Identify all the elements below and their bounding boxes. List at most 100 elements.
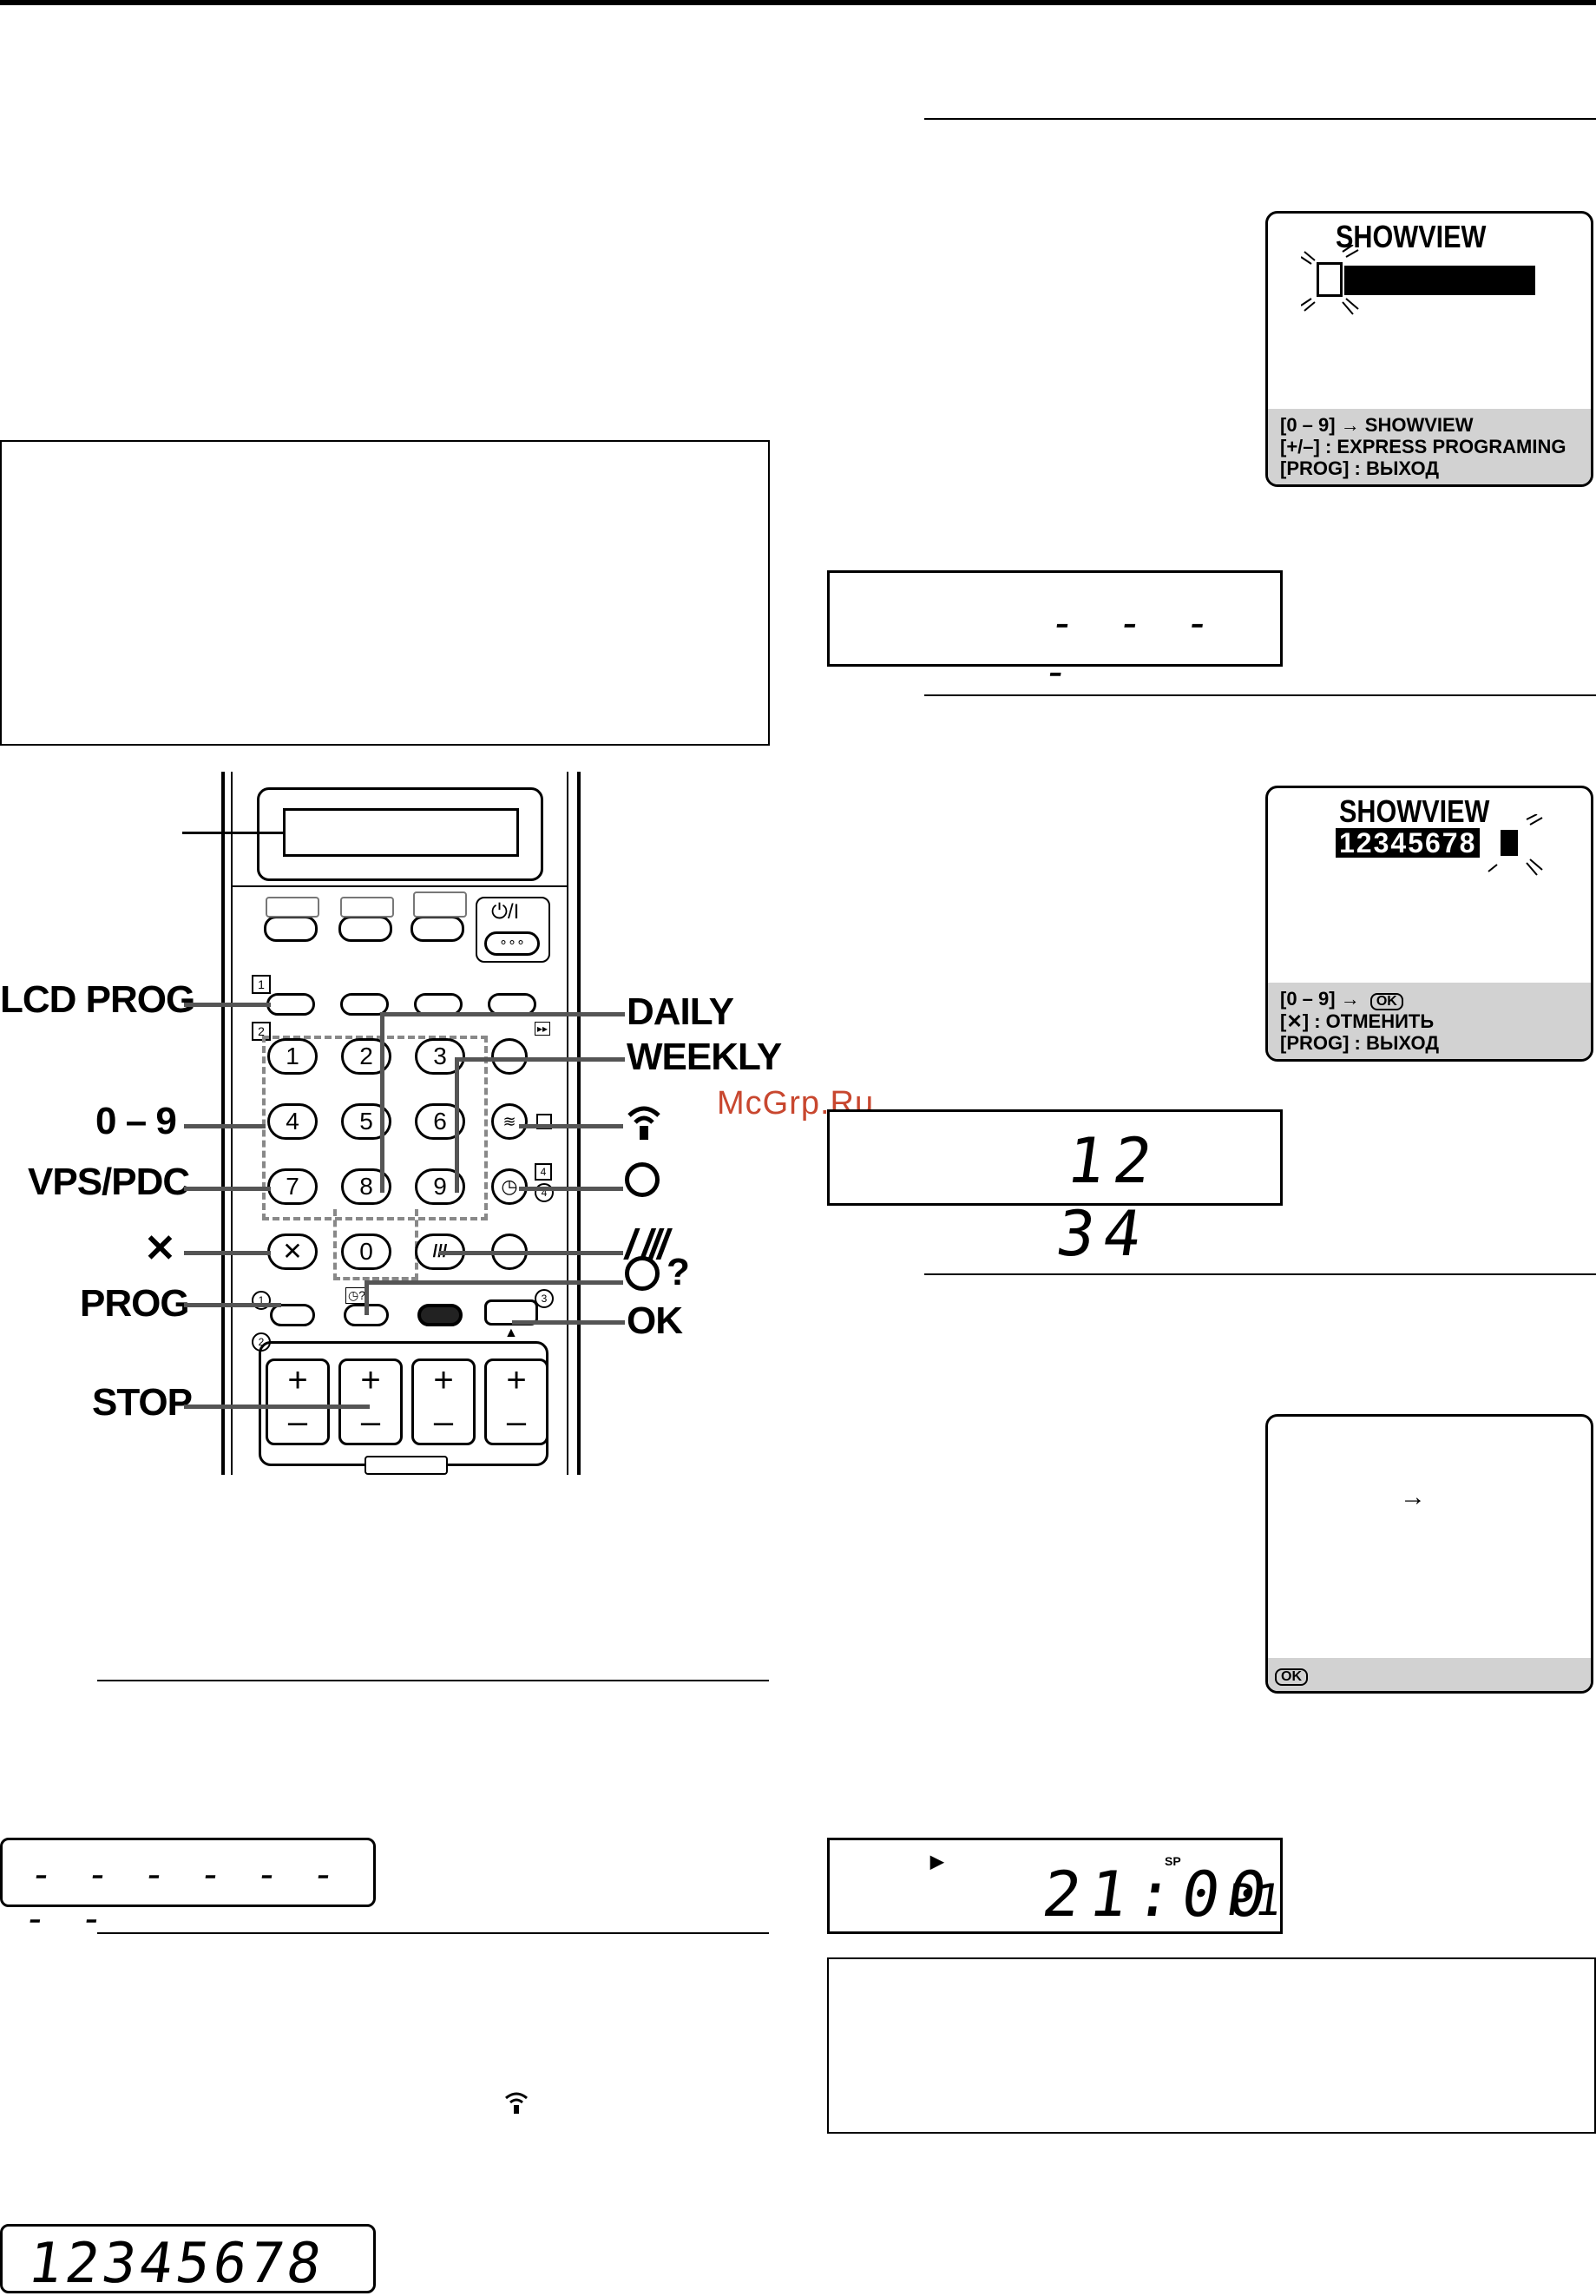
- plus-minus-button[interactable]: +–: [484, 1359, 548, 1445]
- vcr-display: - - - -: [827, 570, 1283, 696]
- power-icon: ⏻/I: [491, 900, 520, 924]
- record-button[interactable]: [417, 1304, 463, 1326]
- label-vps-pdc: VPS/PDC: [28, 1161, 190, 1203]
- blink-rays: [1301, 245, 1359, 315]
- remote-edge: [577, 772, 581, 1475]
- timer-icon: [625, 1256, 660, 1291]
- note-box: [827, 1957, 1596, 2134]
- channel-plus-minus[interactable]: +–: [266, 1359, 330, 1445]
- display-digits: 12345678: [23, 2232, 329, 2296]
- plus-minus-button[interactable]: +–: [411, 1359, 476, 1445]
- step-marker: [536, 1114, 552, 1129]
- osd-footer-line: [+/–] : EXPRESS PROGRAMING: [1280, 436, 1566, 457]
- leader-line: [184, 1251, 271, 1255]
- display-digits: 12 34: [1052, 1124, 1166, 1270]
- vcr-display: - - - - - - - -: [0, 1838, 376, 1941]
- timer-icon: [625, 1162, 660, 1197]
- osd-footer: [0 – 9] → SHOWVIEW [+/–] : EXPRESS PROGR…: [1268, 409, 1591, 484]
- blink-rays: [1488, 814, 1543, 876]
- osd-footer-line: [✕] : ОТМЕНИТЬ: [1280, 1010, 1435, 1032]
- remote-lcd-frame: [257, 787, 543, 881]
- osd-footer: [0 – 9] → OK [✕] : ОТМЕНИТЬ [PROG] : ВЫХ…: [1268, 983, 1591, 1059]
- leader-line: [512, 1320, 625, 1325]
- arrow-icon: →: [1400, 1483, 1426, 1511]
- timer-indicator-icon: ▶: [930, 1852, 944, 1872]
- leader-line: [184, 1187, 271, 1191]
- leader-line: [184, 1405, 370, 1409]
- label-stop: STOP: [92, 1381, 193, 1424]
- label-prog: PROG: [80, 1282, 190, 1325]
- cursor-block: [1501, 830, 1518, 856]
- circled-marker: 3: [535, 1289, 554, 1308]
- rule: [924, 118, 1596, 120]
- leader-line: [184, 1303, 281, 1307]
- osd-footer-text: [0 – 9] →: [1280, 988, 1360, 1010]
- cursor-box: [1317, 262, 1343, 297]
- vps-pdc-button[interactable]: ≋: [491, 1103, 528, 1140]
- leader-line: [380, 1012, 384, 1193]
- osd-screen-showview-empty: SHOWVIEW [0 – 9] → SHOWVIEW [+/–] : EXPR…: [1265, 211, 1593, 487]
- vcr-display: 12345678: [0, 2224, 376, 2296]
- stop-plus-minus[interactable]: +–: [338, 1359, 403, 1445]
- osd-footer-line: [PROG] : ВЫХОД: [1280, 457, 1440, 479]
- daily-button[interactable]: [340, 993, 389, 1016]
- osd-entry-number: 12345678: [1336, 828, 1481, 858]
- rule: [924, 1273, 1596, 1275]
- vcr-button[interactable]: [410, 916, 464, 942]
- power-frame: [476, 897, 550, 963]
- label-lcd-prog: LCD PROG: [0, 978, 195, 1021]
- step-marker: 1: [252, 975, 271, 994]
- key-4[interactable]: 4: [267, 1103, 318, 1140]
- leader-line: [380, 1012, 625, 1016]
- key-7[interactable]: 7: [267, 1168, 318, 1205]
- top-bar: [0, 0, 1596, 5]
- osd-title: SHOWVIEW: [1336, 219, 1487, 254]
- leader-line: [519, 1124, 623, 1128]
- circled-marker: 4: [535, 1183, 554, 1202]
- rule: [97, 1932, 769, 1934]
- weekly-button[interactable]: [414, 993, 463, 1016]
- tab-slot: [365, 1456, 448, 1475]
- label-ok: OK: [627, 1299, 683, 1342]
- power-button[interactable]: ∘∘∘: [484, 931, 540, 956]
- osd-footer-line: [PROG] : ВЫХОД: [1280, 1032, 1440, 1054]
- osd-title: SHOWVIEW: [1339, 793, 1490, 829]
- display-digits: - - - - - - - -: [20, 1852, 344, 1941]
- leader-line: [455, 1057, 625, 1062]
- prog-button[interactable]: [270, 1304, 315, 1326]
- mode-tab: [340, 897, 394, 918]
- remote-divider: [233, 885, 568, 887]
- label-cancel: ✕: [144, 1227, 176, 1270]
- key-0[interactable]: 0: [341, 1234, 391, 1270]
- label-digits: 0 – 9: [95, 1100, 177, 1142]
- leader-line: [184, 1124, 266, 1128]
- rule: [924, 694, 1596, 696]
- key-1[interactable]: 1: [267, 1038, 318, 1075]
- note-box: [0, 440, 770, 746]
- label-daily: DAILY: [627, 990, 734, 1033]
- circled-marker: 1: [252, 1291, 271, 1310]
- osd-footer: OK: [1268, 1658, 1591, 1691]
- ok-icon: OK: [1369, 993, 1403, 1010]
- label-timer-question: ?: [667, 1251, 690, 1293]
- mode-tab: [266, 897, 319, 918]
- lcd-prog-button[interactable]: [266, 993, 315, 1016]
- label-weekly: WEEKLY: [627, 1036, 782, 1078]
- round-button[interactable]: [491, 1038, 528, 1075]
- dbs-button[interactable]: [338, 916, 392, 942]
- leader-line: [184, 1003, 271, 1007]
- osd-footer-line: [0 – 9] → OK: [1280, 988, 1579, 1010]
- sp-indicator: SP: [1165, 1854, 1181, 1868]
- remote-control: ⏻/I ∘∘∘ 1 2 1 2 3 4 5 6 7 8 9 0 ▸▸ ≋ ◷ 4…: [0, 768, 782, 1480]
- leader-line: [365, 1280, 369, 1315]
- cancel-button[interactable]: ✕: [267, 1234, 318, 1270]
- ok-icon: OK: [1275, 1668, 1308, 1686]
- leader-line: [455, 1057, 459, 1193]
- leader-line: [519, 1187, 623, 1191]
- leader-line: [439, 1251, 623, 1255]
- remote-edge: [221, 772, 225, 1475]
- remote-edge: [567, 772, 568, 1475]
- osd-screen-program-confirm: → OK: [1265, 1414, 1593, 1694]
- cable-button[interactable]: [264, 916, 318, 942]
- up-arrow-icon: ▲: [504, 1326, 518, 1340]
